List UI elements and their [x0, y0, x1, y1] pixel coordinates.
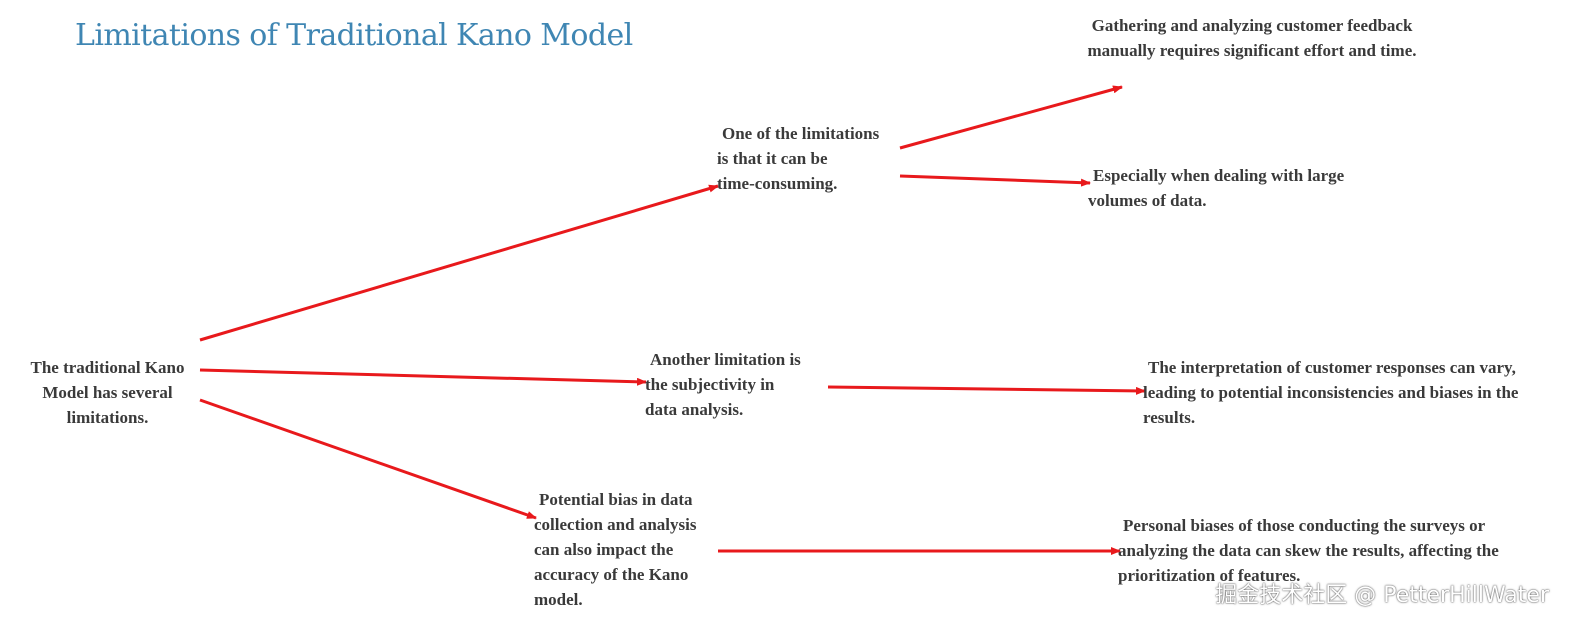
leaf-node-line: Personal biases of those conducting the … [1123, 516, 1486, 535]
root-node-line: The traditional Kano [30, 358, 185, 377]
diagram-title: Limitations of Traditional Kano Model [75, 18, 633, 53]
branch-node-line: collection and analysis [534, 515, 697, 534]
leaf-node-large-data: Especially when dealing with large volum… [1088, 163, 1344, 213]
arrow-root-to-branch-3 [199, 398, 537, 520]
leaf-node-line: Especially when dealing with large [1093, 166, 1345, 185]
leaf-node-line: manually requires significant effort and… [1087, 41, 1417, 60]
branch-node-potential-bias: Potential bias in data collection and an… [534, 487, 696, 612]
leaf-node-line: Gathering and analyzing customer feedbac… [1091, 16, 1413, 35]
root-node: The traditional Kano Model has several l… [20, 355, 195, 430]
leaf-node-line: prioritization of features. [1118, 566, 1301, 585]
branch-node-line: accuracy of the Kano [534, 565, 689, 584]
leaf-node-line: leading to potential inconsistencies and… [1143, 383, 1519, 402]
leaf-node-line: results. [1143, 408, 1196, 427]
root-node-line: limitations. [66, 408, 149, 427]
arrow-branch-2-to-child-1 [827, 385, 1146, 395]
branch-node-line: model. [534, 590, 583, 609]
leaf-node-interpretation: The interpretation of customer responses… [1143, 355, 1518, 430]
watermark: 掘金技术社区 @ PetterHillWater [1215, 583, 1549, 608]
branch-node-line: is that it can be [717, 149, 828, 168]
arrow-root-to-branch-1 [199, 184, 719, 342]
branch-node-line: can also impact the [534, 540, 674, 559]
leaf-node-line: analyzing the data can skew the results,… [1118, 541, 1499, 560]
arrow-branch-1-to-child-1 [899, 85, 1123, 150]
arrow-branch-1-to-child-2 [899, 174, 1091, 187]
branch-node-line: Potential bias in data [539, 490, 693, 509]
leaf-node-personal-biases: Personal biases of those conducting the … [1118, 513, 1499, 588]
branch-node-line: time-consuming. [717, 174, 838, 193]
branch-node-line: the subjectivity in [645, 375, 775, 394]
branch-node-time-consuming: One of the limitations is that it can be… [717, 121, 879, 196]
leaf-node-manual-effort: Gathering and analyzing customer feedbac… [1066, 13, 1438, 63]
branch-node-subjectivity: Another limitation is the subjectivity i… [645, 347, 801, 422]
leaf-node-line: volumes of data. [1088, 191, 1207, 210]
branch-node-line: data analysis. [645, 400, 744, 419]
root-node-line: Model has several [42, 383, 173, 402]
branch-node-line: Another limitation is [650, 350, 801, 369]
arrow-root-to-branch-2 [199, 368, 647, 386]
leaf-node-line: The interpretation of customer responses… [1148, 358, 1516, 377]
branch-node-line: One of the limitations [722, 124, 880, 143]
